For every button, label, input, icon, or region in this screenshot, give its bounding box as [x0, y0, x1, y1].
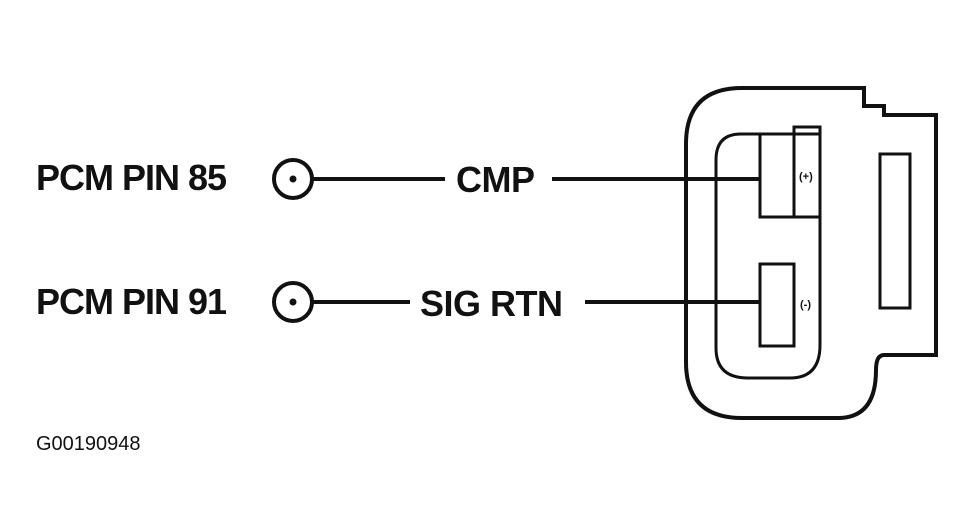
signal-label-cmp: CMP	[456, 159, 535, 200]
connector-outer-shell	[684, 86, 938, 420]
terminal-positive-tab	[792, 125, 822, 219]
figure-code: G00190948	[36, 433, 141, 455]
terminal-negative-polarity: (-)	[800, 299, 811, 311]
terminal-circle-85	[272, 158, 314, 200]
terminal-positive	[758, 132, 796, 219]
pin-label-91: PCM PIN 91	[36, 281, 227, 322]
wire-row-cmp: PCM PIN 85 CMP	[36, 157, 760, 200]
terminal-negative	[758, 262, 796, 348]
signal-label-sig-rtn: SIG RTN	[420, 283, 563, 324]
terminal-circle-91	[272, 281, 314, 323]
sensor-connector: (+) (-)	[684, 86, 938, 420]
terminal-positive-polarity: (+)	[799, 171, 813, 183]
connector-inner-cavity	[714, 132, 822, 380]
connector-key-slot	[878, 152, 912, 310]
pin-label-85: PCM PIN 85	[36, 157, 227, 198]
wire-row-sig-rtn: PCM PIN 91 SIG RTN	[36, 281, 760, 324]
